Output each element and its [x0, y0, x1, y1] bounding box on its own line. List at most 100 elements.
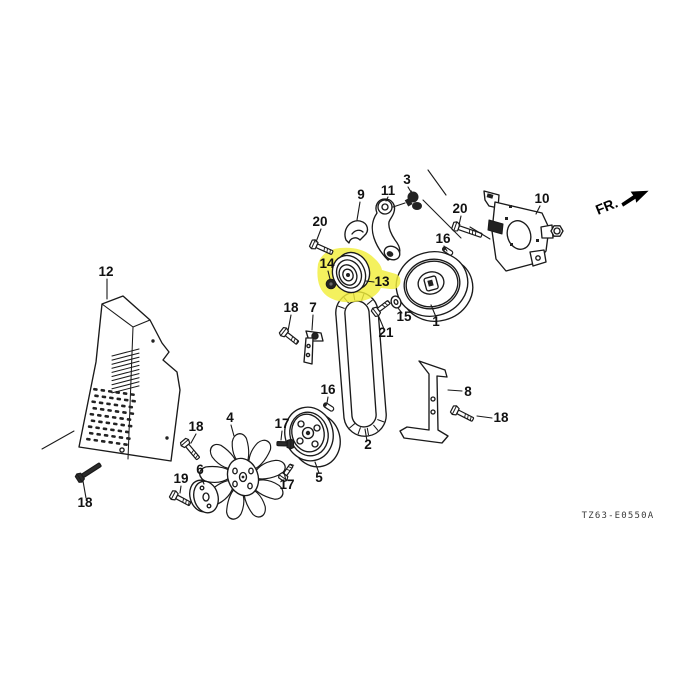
bracket10-boss-bolt-center [553, 227, 561, 235]
bolt3-collar [404, 197, 413, 207]
arm-lower-hole [386, 251, 394, 257]
fan-part [199, 433, 286, 520]
vent-slot [129, 412, 135, 416]
bolt-shaft [276, 441, 288, 447]
fan-center-dot [241, 475, 245, 479]
vent-slot [126, 418, 132, 422]
vent-slot [121, 404, 126, 408]
bolt-head-edge [280, 327, 287, 336]
pulley-1-part [395, 251, 474, 322]
pin-fastener [322, 402, 335, 412]
vent-hatch-line [111, 381, 140, 390]
vent-slot [115, 391, 121, 394]
part-label-8: 8 [464, 384, 472, 399]
vent-slot [96, 432, 101, 436]
vent-slot [126, 437, 131, 440]
belt-inner [344, 300, 377, 428]
fan-center-hole [238, 471, 248, 483]
bolt-thread [471, 230, 474, 235]
vent-slot [118, 435, 124, 439]
part-label-11: 11 [381, 183, 396, 198]
bracket8-hole [430, 409, 436, 415]
bolt-fastener [278, 326, 300, 345]
vent-slot [111, 434, 116, 438]
pulley5-hole [297, 420, 305, 428]
fan-cover-part [41, 295, 181, 462]
vent-slot [120, 423, 126, 427]
bracket-8-part [399, 360, 449, 444]
vent-hatch-line [111, 348, 140, 357]
bolt3-washer [412, 202, 422, 210]
vent-slot [103, 433, 109, 437]
vent-slot [96, 413, 102, 417]
arm-pivot-hole [381, 203, 389, 211]
bolt-thread [326, 248, 328, 253]
part-label-1: 1 [432, 314, 440, 329]
vent-slot [123, 442, 128, 446]
bolt-head-edge [180, 439, 189, 446]
vent-slot [100, 388, 106, 392]
bolt-fastener [308, 239, 334, 255]
bolt-thread [289, 463, 295, 466]
vent-slot [111, 415, 117, 419]
fan-hub-hole [232, 467, 238, 475]
part-label-9: 9 [357, 187, 365, 202]
vent-hatch-line [111, 360, 140, 369]
disc-part [189, 479, 219, 514]
belt-part [335, 291, 387, 437]
adjuster-bolt-part [404, 190, 422, 210]
belt-rib [366, 427, 369, 436]
vent-slot [93, 438, 99, 442]
vent-slot [112, 422, 118, 426]
clamp-part [344, 220, 369, 244]
vent-hatch-line [111, 377, 140, 386]
cover-hole [165, 436, 169, 440]
tensioner-arm-part [371, 198, 401, 261]
pulley1-face [417, 271, 445, 295]
part-label-12: 12 [98, 264, 113, 279]
part-label-17: 17 [279, 477, 294, 492]
part-label-18: 18 [283, 300, 299, 315]
bolt-thread [329, 249, 331, 255]
vent-slot [100, 439, 106, 443]
fan-blade [199, 465, 234, 484]
part-label-10: 10 [534, 191, 549, 206]
clamp-inner-line [351, 229, 364, 235]
fan-blade [248, 439, 272, 471]
part-label-4: 4 [226, 410, 234, 425]
disc-hole [206, 503, 212, 509]
leader-lines [82, 169, 541, 499]
clamp-body [344, 220, 369, 244]
pulley13-hub [342, 268, 354, 282]
vent-slot [106, 402, 111, 406]
pulley1-hub-slot [427, 279, 434, 287]
vent-slot [123, 398, 129, 402]
bolt-fastener [449, 405, 475, 422]
bolt-thread [293, 338, 296, 343]
belt-rib [349, 423, 356, 429]
vent-slot [101, 395, 107, 399]
bracket7-hole [306, 343, 311, 349]
pulley5-hole [296, 437, 304, 445]
bolt-thread [469, 416, 472, 421]
bolt-thread [192, 452, 197, 457]
vent-hatch-line [111, 364, 140, 373]
vent-slot [105, 421, 111, 425]
fr-arrow-icon [621, 190, 649, 207]
vent-slot [110, 428, 115, 432]
fan-cover-outline [78, 295, 181, 462]
part-label-18: 18 [493, 410, 509, 425]
vent-slot [131, 399, 136, 403]
idler-pulley-part [331, 251, 371, 294]
pulley5-hole [313, 424, 321, 432]
bracket10-hole [505, 217, 508, 220]
bolt-thread [290, 336, 294, 341]
fr-label: FR. [593, 194, 620, 217]
vent-hatch-line [111, 356, 140, 365]
pulley5-face [291, 413, 325, 453]
pulley1-ring [403, 258, 461, 310]
nut-14-center [329, 282, 333, 286]
bracket8-outline [399, 360, 449, 444]
pulley13-center [346, 273, 350, 277]
